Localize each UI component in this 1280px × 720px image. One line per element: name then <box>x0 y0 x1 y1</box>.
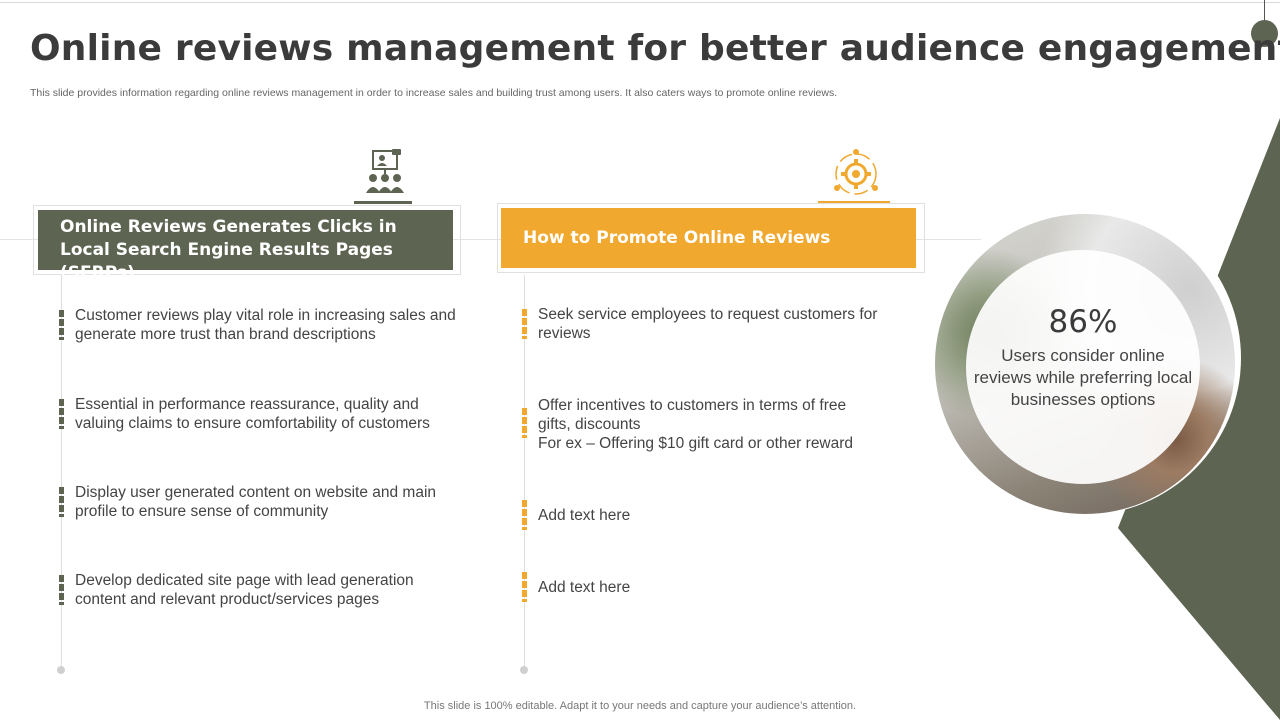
right-bullet-marker <box>522 408 527 438</box>
right-bullet-2-example: For ex – Offering $10 gift card or other… <box>538 435 854 452</box>
left-bullet-marker <box>59 399 64 429</box>
pin-string <box>1264 0 1265 22</box>
left-bullet-marker <box>59 487 64 517</box>
pin-dot <box>1251 20 1278 47</box>
stat-description: Users consider online reviews while pref… <box>973 346 1193 409</box>
left-bullet-3: Display user generated content on websit… <box>75 484 437 520</box>
right-timeline-end <box>520 666 528 674</box>
right-bullet-marker <box>522 309 527 339</box>
left-bullet-2: Essential in performance reassurance, qu… <box>75 396 430 432</box>
right-bullet-marker <box>522 500 527 530</box>
slide-title: Online reviews management for better aud… <box>30 28 1280 69</box>
right-bullet-2: Offer incentives to customers in terms o… <box>538 397 847 433</box>
top-divider <box>0 2 1280 3</box>
slide-subtitle: This slide provides information regardin… <box>30 87 838 99</box>
left-timeline-end <box>57 666 65 674</box>
right-timeline <box>524 275 525 670</box>
left-header-outline <box>33 205 461 275</box>
right-column-header: How to Promote Online Reviews <box>501 208 916 268</box>
left-bullet-marker <box>59 575 64 605</box>
right-bullet-3: Add text here <box>538 507 631 524</box>
right-bullet-4: Add text here <box>538 579 631 596</box>
left-timeline <box>61 275 62 670</box>
left-bullet-marker <box>59 310 64 340</box>
right-header-outline <box>497 203 925 273</box>
left-column-header: Online Reviews Generates Clicks in Local… <box>38 210 453 283</box>
stat-circle <box>966 250 1200 484</box>
right-bullet-1: Seek service employees to request custom… <box>538 306 878 342</box>
presentation-audience-icon <box>354 149 412 204</box>
left-bullet-1: Customer reviews play vital role in incr… <box>75 307 456 343</box>
left-bullet-4: Develop dedicated site page with lead ge… <box>75 572 414 608</box>
right-bullet-marker <box>522 572 527 602</box>
gear-marketing-cycle-icon <box>818 149 890 204</box>
stat-value: 86% <box>1048 304 1118 340</box>
slide-footer: This slide is 100% editable. Adapt it to… <box>423 700 857 712</box>
